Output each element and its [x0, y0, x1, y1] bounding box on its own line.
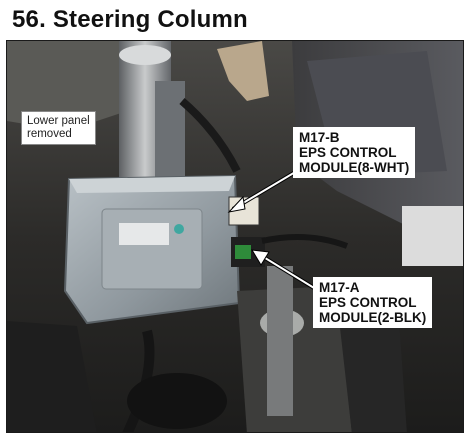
photo-illustration [7, 41, 463, 432]
white-trim-right [402, 206, 463, 266]
eps-module-label-panel [101, 208, 203, 290]
eps-module-sticker [119, 223, 169, 245]
floor-shadow [127, 373, 227, 429]
floor-left [7, 321, 97, 432]
connector-m17-a [235, 245, 251, 259]
arrowhead-m17-b [227, 195, 246, 213]
arrow-m17-a [256, 252, 320, 292]
page-title: 56. Steering Column [12, 6, 248, 33]
note-lower-panel-removed: Lower panel removed [21, 111, 96, 145]
arrowhead-m17-a [251, 249, 270, 266]
eps-module-indicator [174, 224, 184, 234]
tan-bracket [217, 41, 269, 101]
steering-column-photo: Lower panel removed M17-B EPS CONTROL MO… [6, 40, 464, 433]
shaft-top [119, 45, 171, 65]
wire-lower [122, 329, 155, 432]
brake-pedal-arm [267, 266, 293, 416]
callout-m17-b: M17-B EPS CONTROL MODULE(8-WHT) [293, 127, 416, 178]
dash-upper-left [7, 41, 137, 131]
wire-upper [179, 97, 241, 173]
wire-right [261, 234, 349, 249]
connector-m17-b [228, 196, 260, 226]
callout-m17-a: M17-A EPS CONTROL MODULE(2-BLK) [313, 277, 433, 328]
eps-module-top-edge [69, 176, 235, 193]
